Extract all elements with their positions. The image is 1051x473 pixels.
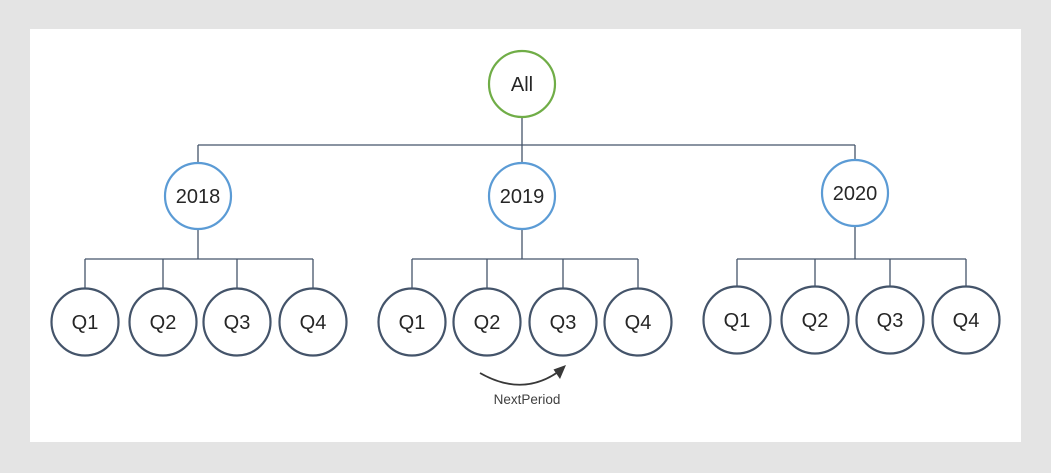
next-period-annotation: NextPeriod <box>479 365 566 407</box>
node-all[interactable]: All <box>487 49 557 119</box>
node-2018-q4-label: Q4 <box>300 312 327 334</box>
hierarchy-diagram: All 2018 2019 2020 <box>50 49 1001 407</box>
node-2020-q1[interactable]: Q1 <box>702 285 772 355</box>
node-2018-q1-circle <box>50 287 120 357</box>
node-2020-q4-circle <box>931 285 1001 355</box>
node-2019-label: 2019 <box>500 186 545 208</box>
node-2020-q3[interactable]: Q3 <box>855 285 925 355</box>
node-2020-q3-label: Q3 <box>877 310 904 332</box>
node-2020-q2-circle <box>780 285 850 355</box>
node-2020-q3-circle <box>855 285 925 355</box>
node-2018-label: 2018 <box>176 186 221 208</box>
node-2019-q3[interactable]: Q3 <box>528 287 598 357</box>
next-period-arrowhead <box>553 365 566 379</box>
node-2018-q1[interactable]: Q1 <box>50 287 120 357</box>
node-all-label: All <box>511 74 533 96</box>
node-2018-q3-circle <box>202 287 272 357</box>
node-2018-circle <box>163 161 233 231</box>
node-2020-circle <box>820 158 890 228</box>
node-2018-q4-circle <box>278 287 348 357</box>
node-2018-q2[interactable]: Q2 <box>128 287 198 357</box>
next-period-label: NextPeriod <box>494 392 561 407</box>
node-2018-q2-circle <box>128 287 198 357</box>
node-2019-q4[interactable]: Q4 <box>603 287 673 357</box>
node-2019-q2-circle <box>452 287 522 357</box>
node-2020-q2-label: Q2 <box>802 310 829 332</box>
node-2018[interactable]: 2018 <box>163 161 233 231</box>
node-2019-q4-label: Q4 <box>625 312 652 334</box>
node-2020-q4-label: Q4 <box>953 310 980 332</box>
tree-connectors <box>84 117 967 289</box>
node-2019-q1-circle <box>377 287 447 357</box>
node-2020-q1-label: Q1 <box>724 310 751 332</box>
node-2020-label: 2020 <box>833 183 878 205</box>
node-2019-circle <box>487 161 557 231</box>
node-2019-q2[interactable]: Q2 <box>452 287 522 357</box>
node-2019-q1[interactable]: Q1 <box>377 287 447 357</box>
node-2019-q3-circle <box>528 287 598 357</box>
node-2020-q4[interactable]: Q4 <box>931 285 1001 355</box>
node-2019-q3-label: Q3 <box>550 312 577 334</box>
node-2018-q3-label: Q3 <box>224 312 251 334</box>
node-2019-q1-label: Q1 <box>399 312 426 334</box>
node-2019-q2-label: Q2 <box>474 312 501 334</box>
node-all-circle <box>487 49 557 119</box>
node-2018-q4[interactable]: Q4 <box>278 287 348 357</box>
next-period-arrow <box>479 371 559 386</box>
diagram-canvas: All 2018 2019 2020 <box>30 29 1021 442</box>
node-2018-q2-label: Q2 <box>150 312 177 334</box>
node-2020-q2[interactable]: Q2 <box>780 285 850 355</box>
node-2020[interactable]: 2020 <box>820 158 890 228</box>
node-2019-q4-circle <box>603 287 673 357</box>
node-2019[interactable]: 2019 <box>487 161 557 231</box>
node-2018-q3[interactable]: Q3 <box>202 287 272 357</box>
node-2018-q1-label: Q1 <box>72 312 99 334</box>
node-2020-q1-circle <box>702 285 772 355</box>
